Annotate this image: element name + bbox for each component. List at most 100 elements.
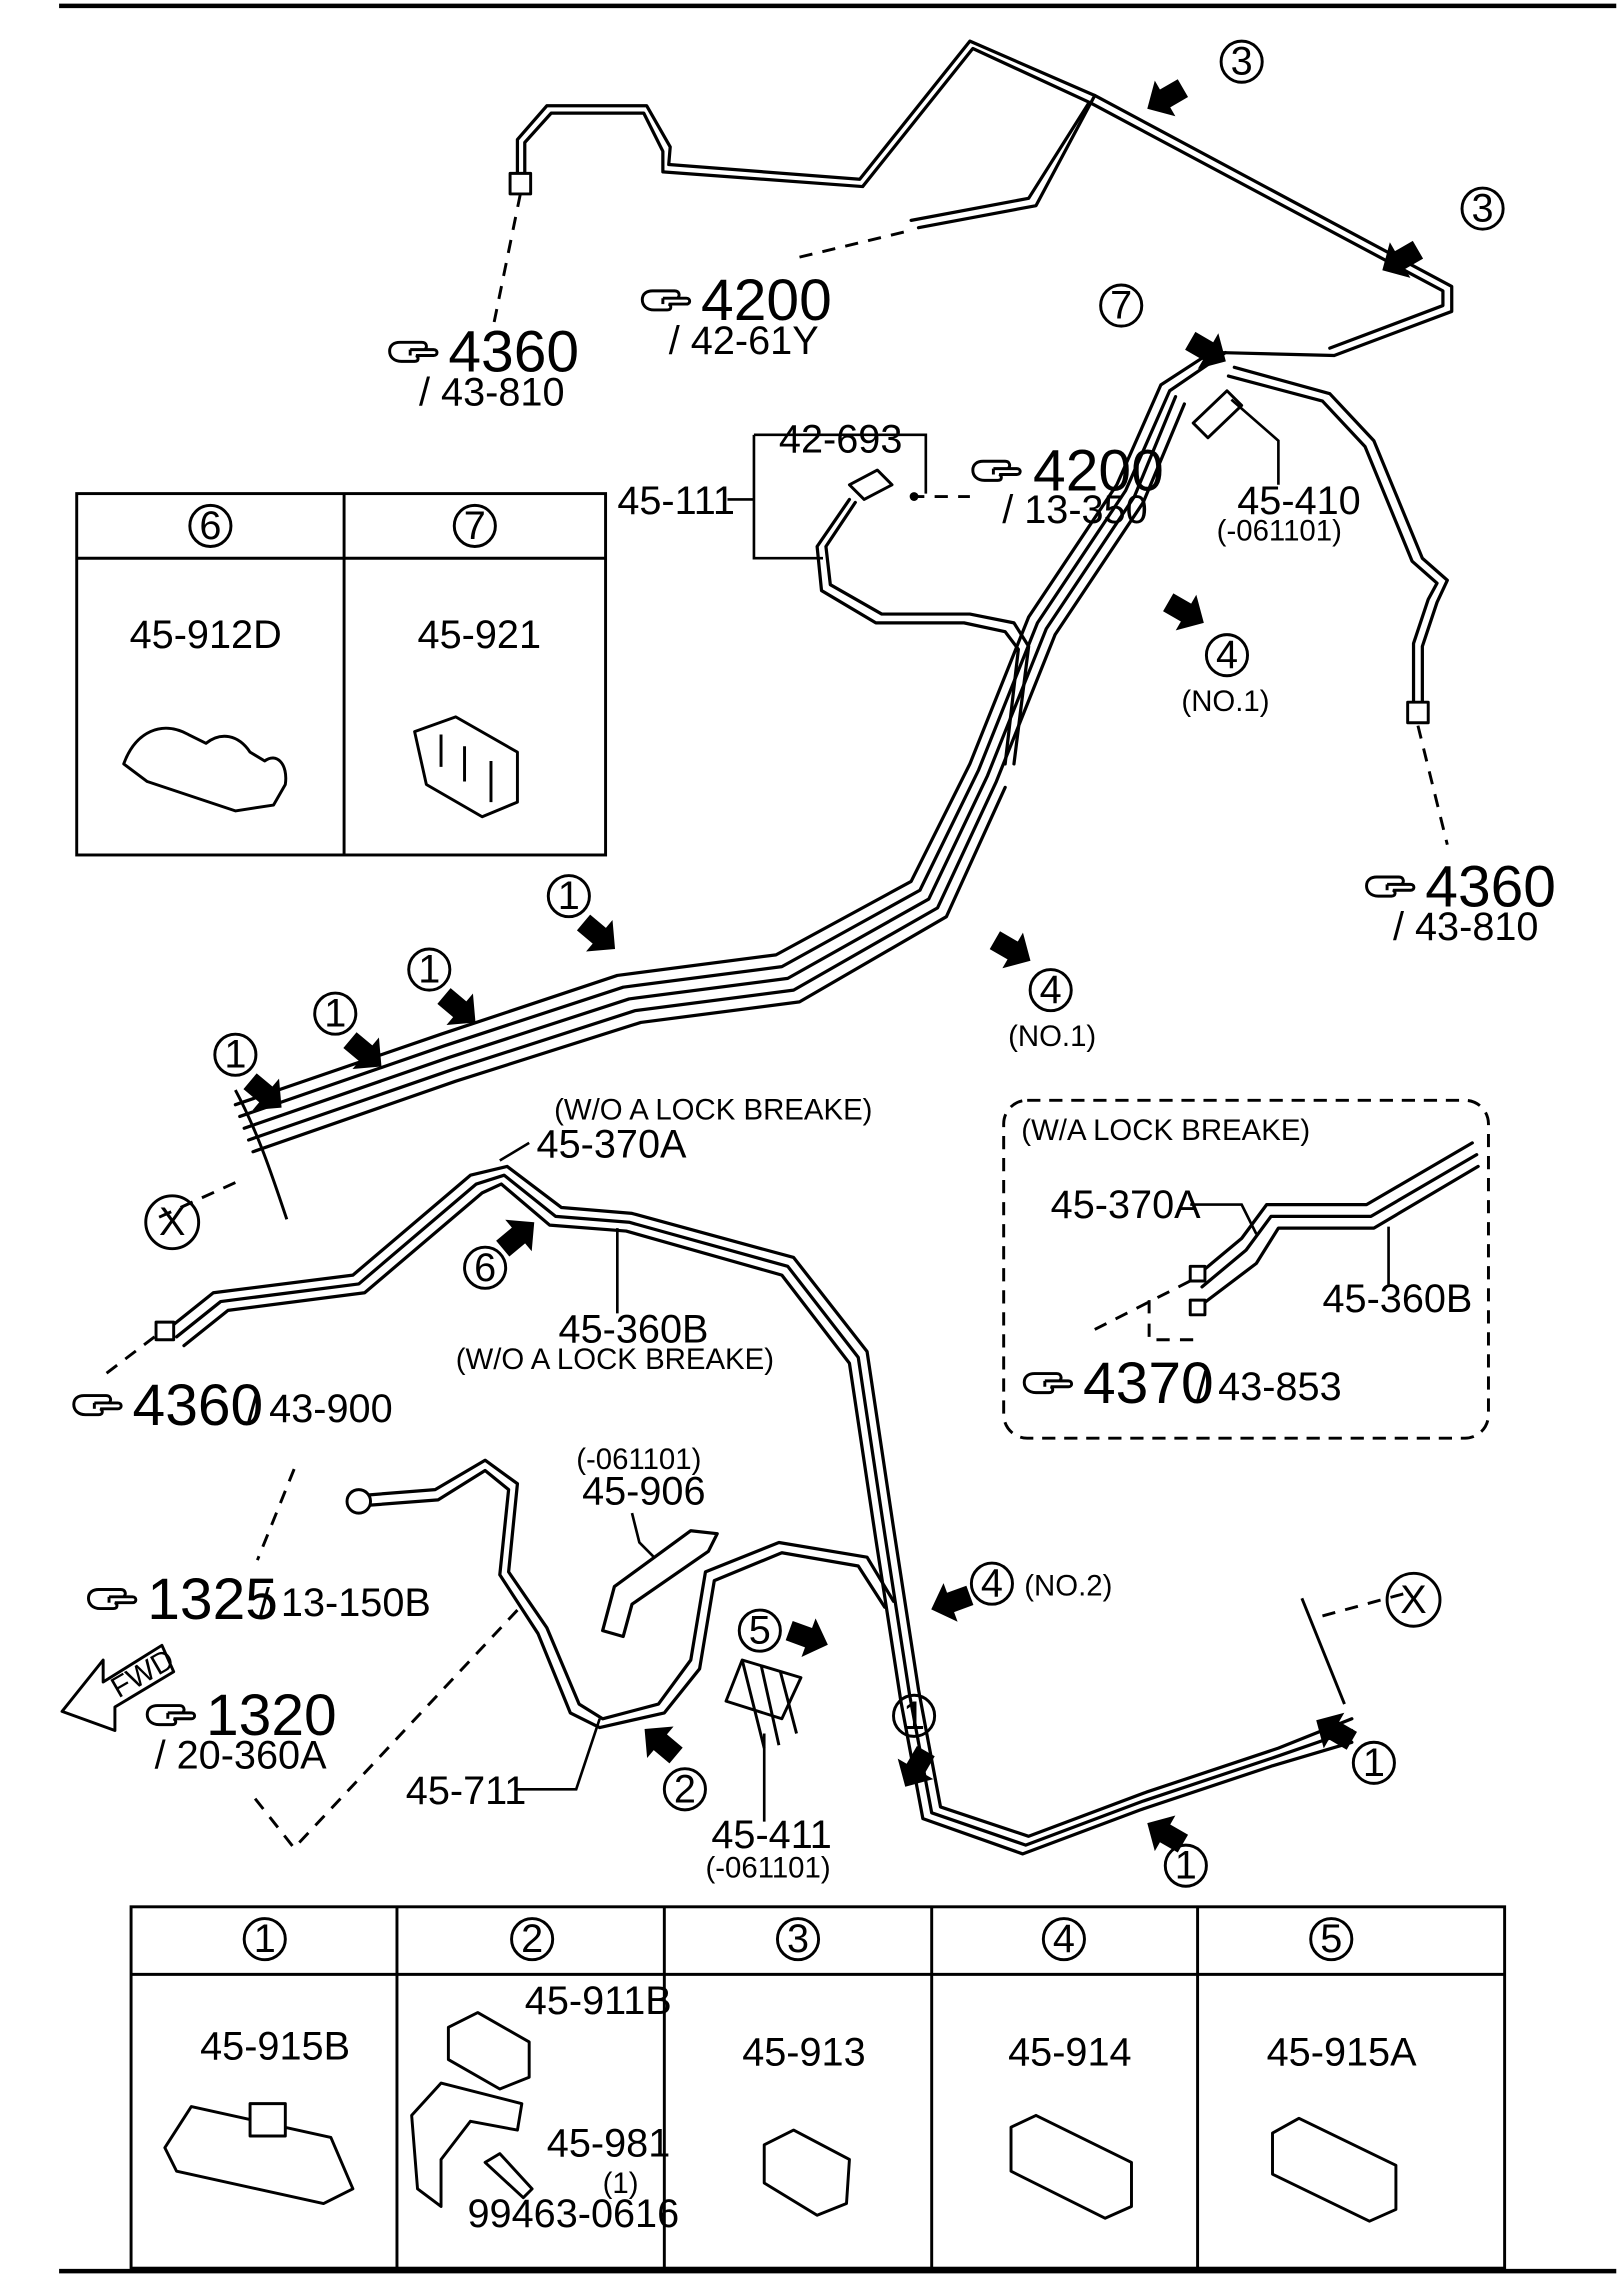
pointing-hand-icon (145, 1704, 197, 1727)
svg-text:1: 1 (1175, 1844, 1197, 1888)
svg-text:1: 1 (903, 1694, 925, 1738)
clip-part-45-912D: 45-912D (130, 613, 282, 657)
clip-part-99463-0616: 99463-0616 (467, 2192, 679, 2236)
bolt-99463-0616-icon (483, 2152, 534, 2200)
svg-text:3: 3 (1231, 40, 1253, 84)
clip-part-45-914: 45-914 (1008, 2030, 1131, 2074)
label-42-693: 42-693 (779, 417, 902, 461)
svg-text:6: 6 (474, 1246, 496, 1290)
ref-sub: / 43-900 (247, 1387, 393, 1431)
label-45-906-note: (-061101) (576, 1443, 701, 1476)
svg-text:1: 1 (324, 992, 346, 1036)
inset-title: (W/A LOCK BREAKE) (1021, 1114, 1310, 1147)
upper-pipe-group (508, 39, 1454, 725)
bolt-qty: (1) (603, 2167, 639, 2200)
label-45-411: 45-411 (711, 1813, 832, 1857)
ref-main: 1325 (147, 1567, 278, 1632)
pointing-hand-icon (388, 340, 439, 363)
callout-4-no1-b: 4 (NO.1) (984, 922, 1096, 1053)
callout-1-c: 1 (313, 991, 395, 1083)
bracket-45-981-icon (410, 2081, 524, 2208)
callout-1-g: 1 (1305, 1702, 1396, 1785)
ref-4200-top[interactable]: 4200 / 42-61Y (640, 268, 832, 363)
ref-4360-top[interactable]: 4360 / 43-810 (388, 320, 579, 415)
lower-pipe-group (154, 1164, 1354, 1856)
label-45-360B-note: (W/O A LOCK BREAKE) (456, 1343, 774, 1376)
table-head-3: 3 (787, 1917, 809, 1961)
clip-45-911B-icon (446, 2011, 531, 2091)
callout-x-left: X (144, 1194, 201, 1251)
inset-label-45-360B: 45-360B (1322, 1277, 1472, 1321)
ref-main: 4370 (1083, 1351, 1214, 1416)
ref-sub: / 13-150B (259, 1581, 431, 1625)
ref-main: 4360 (448, 320, 579, 385)
clip-part-45-913: 45-913 (742, 2030, 865, 2074)
ref-1320[interactable]: 1320 / 20-360A (145, 1683, 337, 1778)
svg-text:5: 5 (749, 1609, 771, 1653)
inset-label-45-370A: 45-370A (1051, 1183, 1201, 1227)
table-head-7: 7 (464, 504, 486, 548)
svg-text:1: 1 (558, 874, 580, 918)
svg-text:4: 4 (1216, 633, 1238, 677)
label-45-360B: 45-360B (559, 1308, 709, 1352)
clip-45-912D-icon (122, 726, 288, 813)
ref-main: 4200 (701, 268, 832, 333)
label-45-111: 45-111 (617, 479, 735, 523)
clip-45-915B-icon (163, 2105, 355, 2206)
ref-4360-left[interactable]: 4360 / 43-900 (72, 1373, 393, 1438)
callout-4-no2: 4 (NO.2) (924, 1561, 1112, 1629)
pointing-hand-icon (87, 1588, 138, 1611)
ref-4370[interactable]: 4370 / 43-853 (1022, 1351, 1342, 1416)
ref-sub: / 13-350 (1002, 488, 1148, 532)
callout-1-d: 1 (213, 1032, 295, 1124)
clip-part-45-981: 45-981 (547, 2122, 670, 2166)
ref-main: 4200 (1033, 439, 1164, 504)
svg-text:1: 1 (224, 1033, 246, 1077)
clip-table-1-5: 1 2 3 4 5 45-915B 45-911B 45-981 (1) 994… (129, 1905, 1507, 2270)
label-45-370A-note: (W/O A LOCK BREAKE) (554, 1093, 872, 1126)
ref-1325[interactable]: 1325 / 13-150B (87, 1567, 431, 1632)
ref-sub: / 42-61Y (669, 319, 819, 363)
clip-table-6-7: 6 7 45-912D 45-921 (75, 492, 608, 857)
ref-sub: / 43-853 (1196, 1365, 1342, 1409)
banjo-fitting (345, 1488, 372, 1515)
callout-3-b: 3 (1372, 186, 1505, 289)
svg-text:X: X (159, 1200, 185, 1244)
label-45-906: 45-906 (582, 1469, 705, 1513)
callout-1-a: 1 (546, 874, 629, 965)
ref-4360-right[interactable]: 4360 / 43-810 (1365, 854, 1556, 949)
callout-x-right: X (1385, 1571, 1442, 1628)
svg-text:1: 1 (1363, 1741, 1385, 1785)
svg-text:1: 1 (418, 948, 440, 992)
svg-text:X: X (1400, 1578, 1426, 1622)
ref-sub: / 43-810 (1393, 905, 1539, 949)
callout-7: 7 (1099, 283, 1237, 380)
ref-main: 1320 (206, 1683, 337, 1748)
fitting-top-left (508, 171, 533, 196)
svg-text:4: 4 (981, 1562, 1003, 1606)
clip-part-45-915A: 45-915A (1267, 2030, 1417, 2074)
table-head-6: 6 (199, 504, 221, 548)
table-head-5: 5 (1320, 1917, 1342, 1961)
label-45-370A: 45-370A (537, 1123, 687, 1167)
pointing-hand-icon (72, 1394, 123, 1417)
svg-text:4: 4 (1040, 968, 1062, 1012)
table-head-2: 2 (521, 1917, 543, 1961)
clip-part-45-921: 45-921 (418, 613, 541, 657)
svg-text:(NO.2): (NO.2) (1024, 1569, 1112, 1602)
label-45-411-note: (-061101) (705, 1851, 830, 1884)
clip-part-45-915B: 45-915B (200, 2025, 350, 2069)
callout-2: 2 (631, 1713, 707, 1812)
fitting-top-right (1406, 700, 1430, 725)
clip-45-914-icon (1009, 2113, 1133, 2220)
clip-part-45-911B: 45-911B (525, 1979, 672, 2023)
clip-45-915A-icon (1271, 2116, 1398, 2223)
callout-6: 6 (463, 1206, 548, 1290)
callout-1-f: 1 (1136, 1805, 1208, 1888)
callout-4-no1-a: 4 (NO.1) (1157, 584, 1270, 718)
label-45-410-note: (-061101) (1217, 515, 1342, 548)
svg-text:7: 7 (1110, 284, 1132, 328)
ref-4200-mid[interactable]: 4200 / 13-350 (971, 439, 1164, 532)
pointing-hand-icon (640, 289, 692, 312)
